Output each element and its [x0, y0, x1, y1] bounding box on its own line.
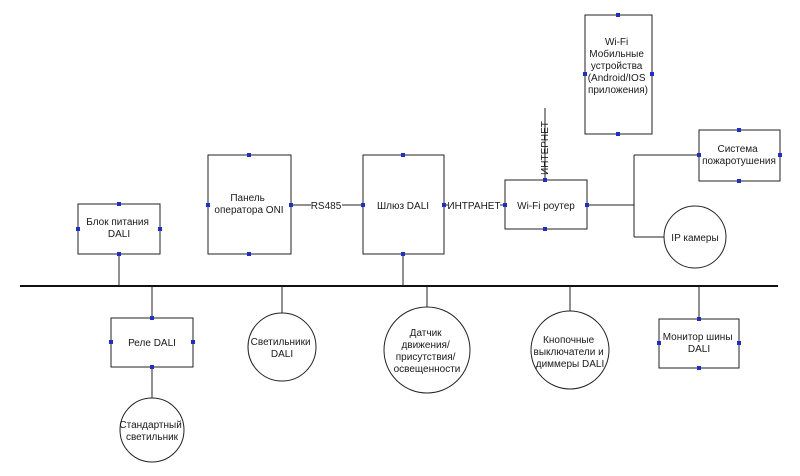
rs485-label: RS485	[311, 201, 342, 212]
push-switches-label: Кнопочные выключатели и диммеры DALI	[534, 335, 607, 370]
operator-panel-box	[207, 154, 292, 255]
intranet-label: ИНТРАНЕТ	[447, 201, 500, 212]
port-marker	[247, 252, 251, 256]
luminaires-label-line: DALI	[271, 349, 293, 360]
port-marker	[503, 203, 507, 207]
fire-system-label-line: пожаротушения	[702, 156, 776, 167]
fire-system-label: Система пожаротушения	[702, 144, 776, 167]
relay-node: Реле DALI	[109, 316, 195, 369]
motion-sensor-node: Датчик движения/ присутствия/ освещеннос…	[383, 306, 471, 394]
mobile-label-line: Wi-Fi	[605, 37, 628, 48]
port-marker	[657, 341, 661, 345]
router-label: Wi-Fi роутер	[517, 201, 575, 212]
standard-lamp-circle	[119, 397, 185, 463]
standard-lamp-label-line: светильник	[126, 432, 179, 443]
luminaires-label: Светильники DALI	[251, 337, 314, 360]
mobile-devices-node: Wi-Fi Мобильные устройства (Android/IOS …	[583, 13, 654, 136]
gateway-node: Шлюз DALI	[361, 153, 446, 256]
port-marker	[737, 179, 741, 183]
standard-lamp-label: Стандартный светильник	[119, 420, 184, 443]
mobile-label-line: устройства	[591, 61, 643, 72]
relay-label: Реле DALI	[128, 338, 176, 349]
standard-lamp-label-line: Стандартный	[119, 420, 181, 431]
push-switches-node: Кнопочные выключатели и диммеры DALI	[530, 310, 610, 390]
mobile-label-line: (Android/IOS	[588, 73, 646, 84]
gateway-box	[362, 154, 445, 255]
router-node: Wi-Fi роутер	[503, 178, 589, 231]
fire-system-label-line: Система	[717, 144, 758, 155]
link-labels: RS485 ИНТРАНЕТ ИНТЕРНЕТ	[311, 121, 551, 212]
port-marker	[117, 202, 121, 206]
power-supply-label-line: Блок питания	[86, 217, 149, 228]
port-marker	[697, 366, 701, 370]
port-marker	[150, 316, 154, 320]
standard-lamp-node: Стандартный светильник	[119, 397, 185, 463]
fire-system-box	[698, 129, 781, 182]
push-switches-label-line: выключатели и	[534, 347, 604, 358]
motion-sensor-label-line: присутствия/	[396, 352, 456, 363]
internet-label: ИНТЕРНЕТ	[540, 121, 551, 175]
port-marker	[442, 203, 446, 207]
luminaires-node: Светильники DALI	[247, 312, 317, 382]
connectors	[20, 108, 778, 398]
port-marker	[76, 227, 80, 231]
port-marker	[737, 341, 741, 345]
ip-camera-circle	[663, 205, 727, 269]
port-marker	[737, 128, 741, 132]
port-marker	[401, 153, 405, 157]
port-marker	[697, 153, 701, 157]
port-marker	[543, 178, 547, 182]
power-supply-label: Блок питания DALI	[86, 217, 151, 240]
luminaires-circle	[247, 312, 317, 382]
port-marker	[117, 252, 121, 256]
port-marker	[583, 72, 587, 76]
port-marker	[206, 203, 210, 207]
port-marker	[401, 252, 405, 256]
bus-monitor-label-line: Монитор шины	[663, 332, 733, 343]
luminaires-label-line: Светильники	[251, 337, 311, 348]
port-marker	[289, 203, 293, 207]
port-marker	[543, 227, 547, 231]
port-marker	[109, 340, 113, 344]
operator-panel-label: Панель оператора ONI	[214, 193, 283, 216]
motion-sensor-circle	[383, 306, 471, 394]
bus-monitor-node: Монитор шины DALI	[657, 317, 741, 370]
push-switches-label-line: диммеры DALI	[536, 359, 605, 370]
motion-sensor-label-line: движения/	[401, 340, 450, 351]
port-marker	[158, 227, 162, 231]
nodes: Блок питания DALI Панель оператора ONI Ш…	[76, 13, 782, 463]
port-marker	[616, 132, 620, 136]
bus-monitor-label-line: DALI	[688, 344, 710, 355]
operator-panel-label-line: Панель	[230, 193, 265, 204]
push-switches-circle	[530, 310, 610, 390]
mobile-label-line: Мобильные	[589, 48, 644, 60]
port-marker	[650, 72, 654, 76]
ip-camera-node: IP камеры	[663, 205, 727, 269]
gateway-label: Шлюз DALI	[377, 201, 429, 212]
operator-panel-node: Панель оператора ONI	[206, 153, 293, 256]
operator-panel-label-line: оператора ONI	[214, 205, 283, 216]
port-marker	[247, 153, 251, 157]
motion-sensor-label-line: Датчик	[410, 328, 442, 339]
power-supply-node: Блок питания DALI	[76, 202, 162, 256]
push-switches-label-line: Кнопочные	[543, 335, 595, 346]
port-marker	[150, 365, 154, 369]
port-marker	[778, 153, 782, 157]
motion-sensor-label-line: освещенности	[394, 364, 461, 375]
mobile-label-line: приложения)	[588, 85, 648, 96]
port-marker	[585, 203, 589, 207]
ip-camera-label: IP камеры	[671, 233, 718, 244]
mobile-devices-label: Wi-Fi Мобильные устройства (Android/IOS …	[588, 37, 649, 96]
port-marker	[616, 13, 620, 17]
port-marker	[191, 340, 195, 344]
fire-system-node: Система пожаротушения	[697, 128, 782, 183]
bus-monitor-label: Монитор шины DALI	[663, 332, 736, 355]
motion-sensor-label: Датчик движения/ присутствия/ освещеннос…	[394, 328, 461, 375]
port-marker	[361, 203, 365, 207]
port-marker	[697, 317, 701, 321]
power-supply-label-line: DALI	[108, 229, 130, 240]
